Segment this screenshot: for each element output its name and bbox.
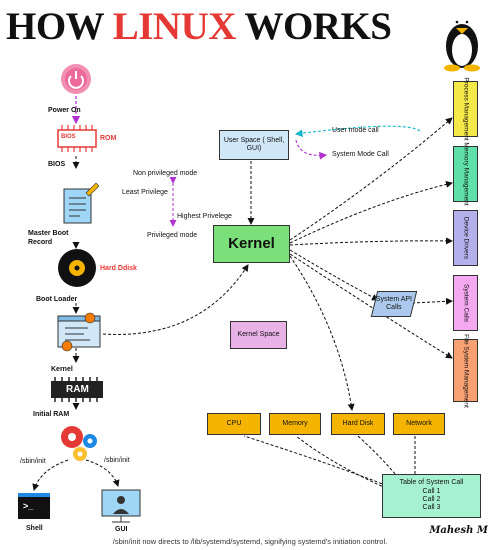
system-call-1: Call 1	[422, 487, 441, 495]
footer-note: /sbin/init now directs to /lib/systemd/s…	[112, 537, 388, 546]
privileged-mode-label: Privileged mode	[147, 232, 198, 239]
initial-ram-label: Initial RAM	[33, 411, 70, 418]
memory-management-label: Memory Management	[462, 142, 470, 206]
system-calls-label: System Calls	[462, 284, 470, 322]
terminal-icon	[18, 493, 50, 519]
shell-prompt: >_	[23, 501, 34, 511]
boot-loader-label: Boot Loader	[36, 296, 78, 303]
kernel-step-label: Kernel	[51, 366, 73, 373]
non-privileged-mode-label: Non privileged mode	[133, 170, 198, 177]
page-title: HOW LINUX WORKS	[6, 5, 392, 48]
document-icon	[63, 182, 100, 224]
file-system-management-box: File System Management	[453, 334, 478, 407]
bios-chip-icon	[57, 125, 97, 152]
system-api-calls-label: System API Calls	[375, 295, 413, 311]
gears-icon	[61, 426, 97, 461]
network-box: Network	[393, 413, 445, 435]
process-management-box: Process Management	[453, 77, 478, 141]
system-api-calls-box: System API Calls	[370, 291, 418, 317]
mode-call-arrows	[294, 125, 421, 160]
user-mode-call-label: User mode call	[332, 127, 379, 134]
bios-chip-label: BIOS	[61, 134, 76, 140]
kernel-space-box: Kernel Space	[230, 321, 287, 349]
system-call-3: Call 3	[422, 504, 441, 512]
hard-disk-box: Hard Disk	[331, 413, 385, 435]
memory-management-box: Memory Management	[453, 142, 478, 206]
tux-penguin-icon	[444, 19, 480, 72]
kernel-box: Kernel	[213, 225, 290, 263]
shell-label: Shell	[26, 525, 43, 532]
sbin-init-left: /sbin/init	[20, 458, 46, 465]
system-mode-call-label: System Mode Call	[332, 151, 389, 158]
boot-flow-arrows	[32, 96, 249, 491]
system-call-table: Table of System Call Call 1 Call 2 Call …	[382, 474, 481, 518]
system-calls-box: System Calls	[453, 275, 478, 331]
rom-label: ROM	[100, 135, 117, 142]
title-highlight: LINUX	[112, 5, 237, 48]
power-button-icon	[61, 64, 91, 94]
boot-loader-icon	[57, 312, 101, 352]
mbr-label: Master Boot Record	[28, 230, 69, 247]
least-privilege-label: Least Privilege	[122, 189, 168, 196]
gui-label: GUI	[115, 526, 128, 533]
kernel-flow-arrows	[243, 117, 453, 497]
bios-label: BIOS	[48, 161, 66, 168]
monitor-icon	[101, 489, 141, 523]
hard-disk-icon	[58, 249, 96, 287]
device-drivers-label: Device Drivers	[462, 216, 470, 260]
system-call-table-title: Table of System Call	[399, 479, 464, 487]
power-on-label: Power On	[48, 107, 81, 114]
author-signature: Mahesh M	[429, 525, 488, 536]
system-call-2: Call 2	[422, 496, 441, 503]
file-system-management-label: File System Management	[462, 333, 470, 408]
ram-chip-label: RAM	[66, 384, 89, 395]
memory-box: Memory	[269, 413, 321, 435]
sbin-init-right: /sbin/init	[104, 457, 130, 464]
user-space-box: User Space ( Shell, GUI)	[219, 130, 289, 160]
highest-privilege-label: Highest Privelege	[177, 213, 232, 220]
hard-disk-label: Hard Ddisk	[100, 265, 137, 272]
device-drivers-box: Device Drivers	[453, 210, 478, 266]
cpu-box: CPU	[207, 413, 261, 435]
process-management-label: Process Management	[462, 77, 470, 141]
ram-chip-icon	[51, 377, 103, 402]
